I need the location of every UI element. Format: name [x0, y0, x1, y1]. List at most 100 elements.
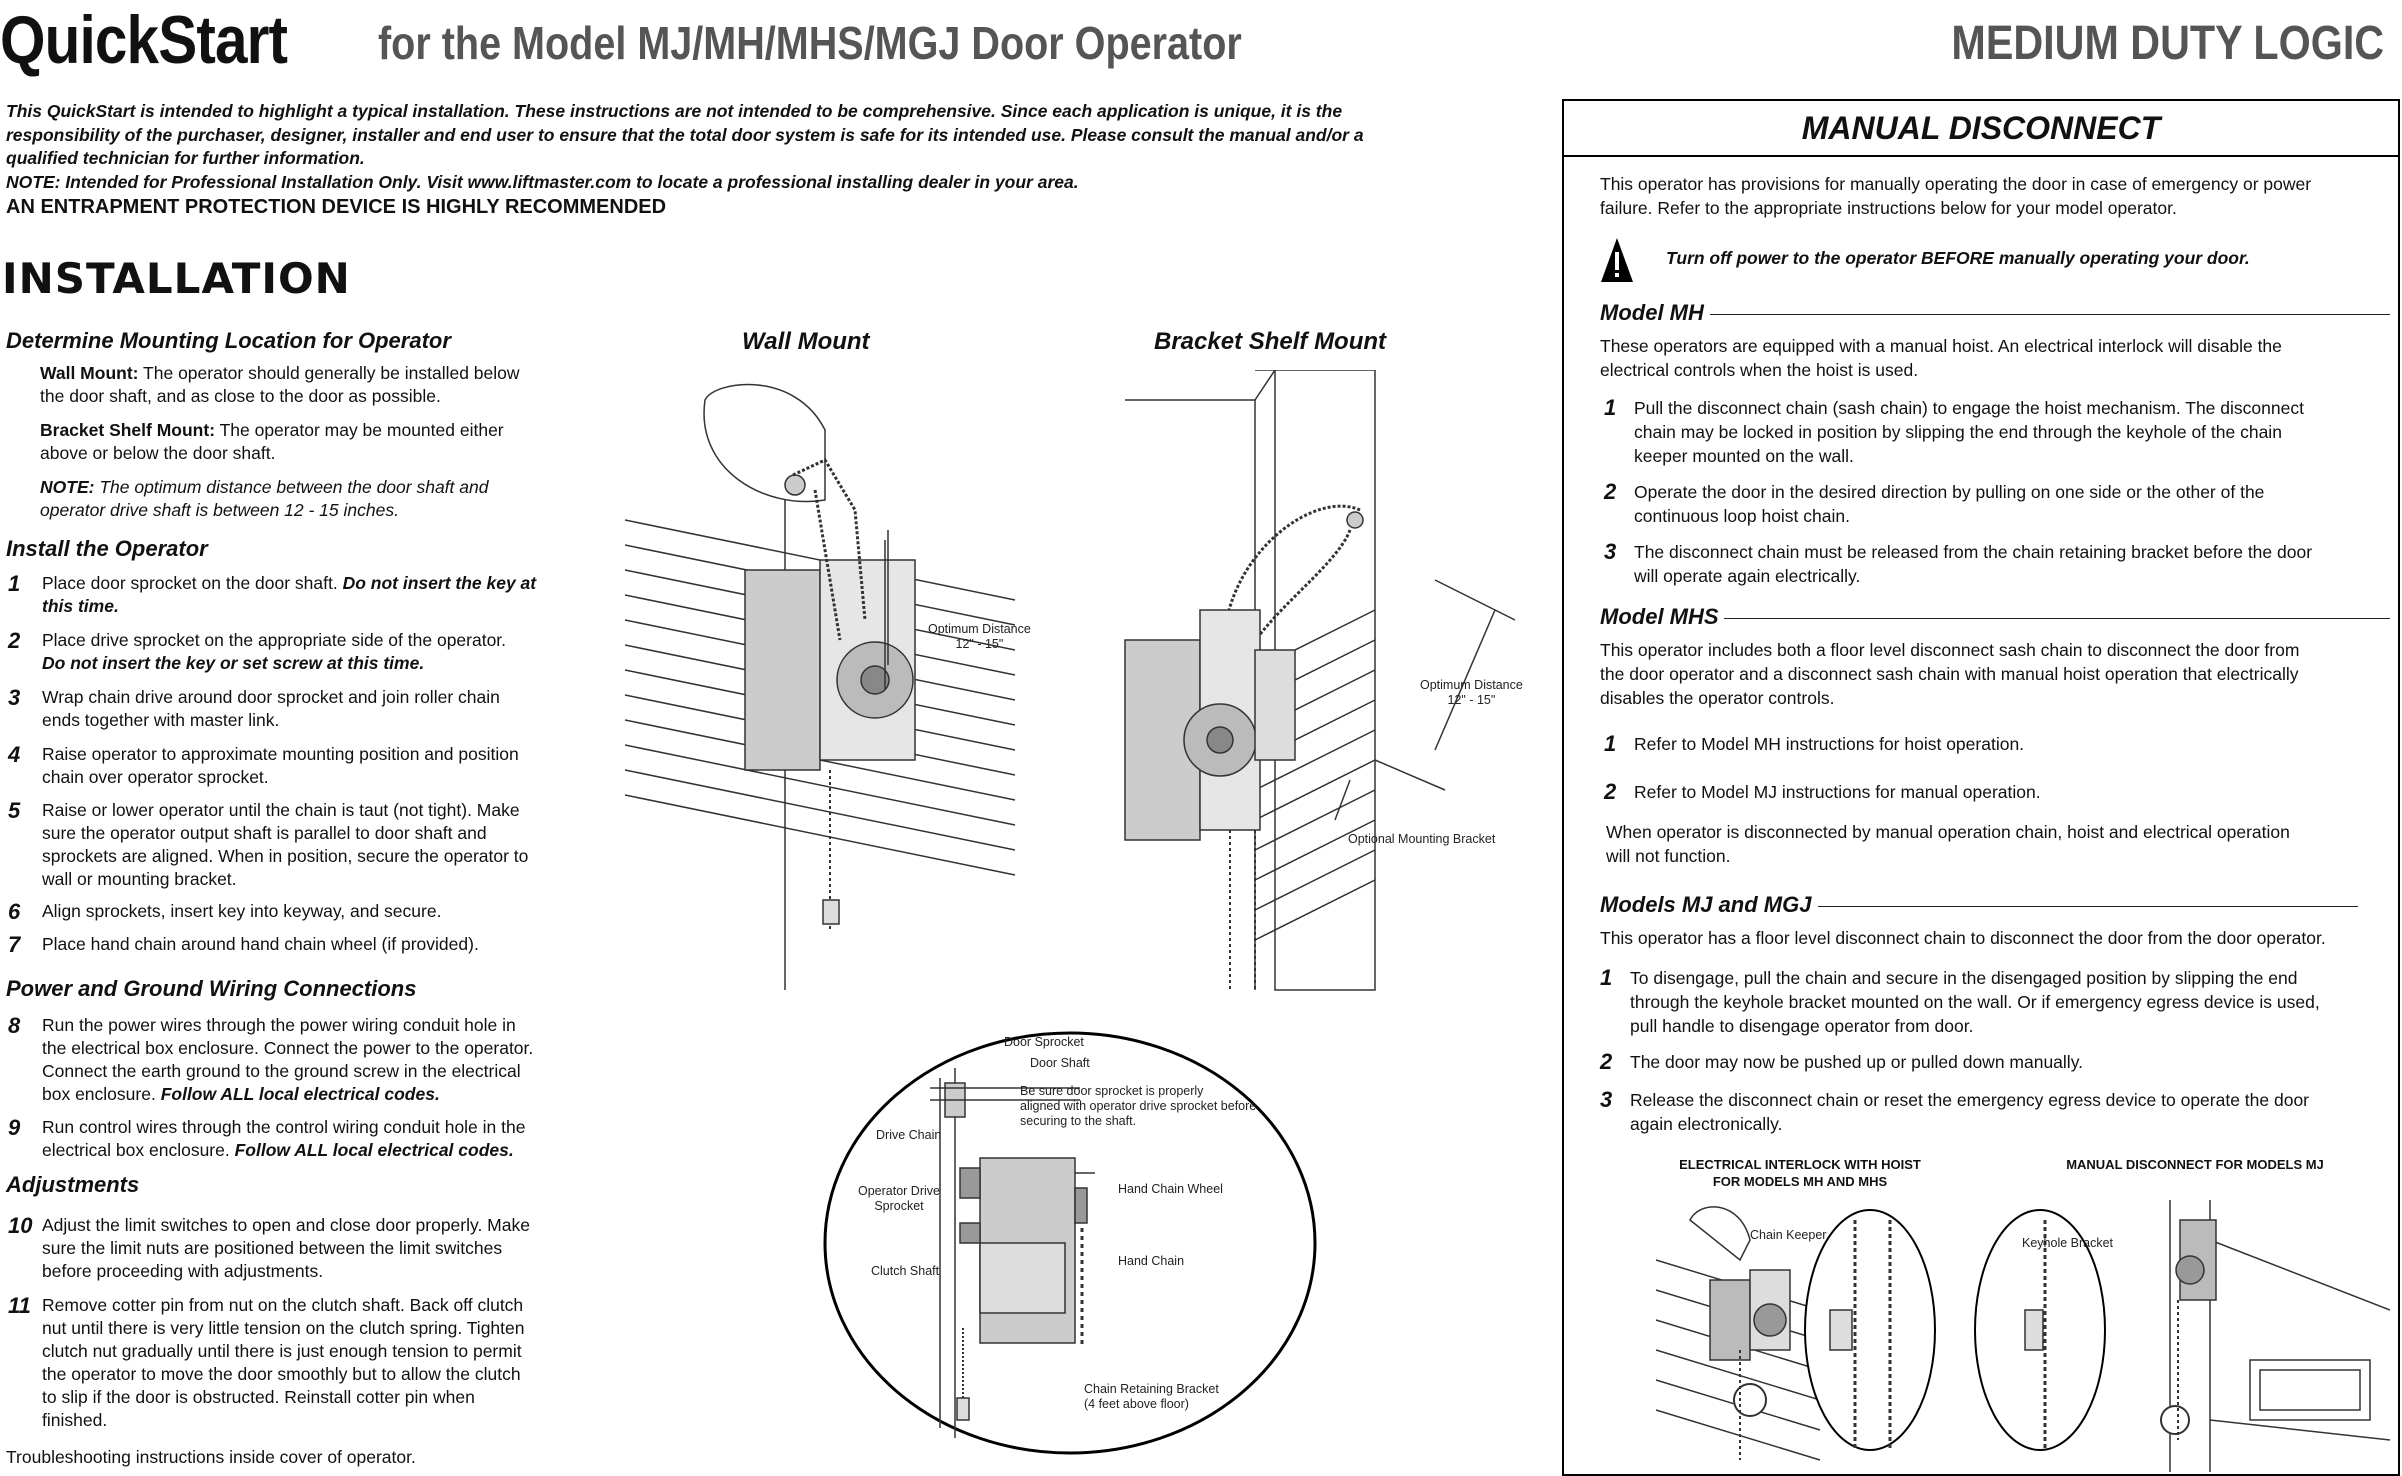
step-number: 1: [8, 571, 21, 596]
text: Operate the door in the desired directio…: [1634, 482, 2265, 502]
text: ends together with master link.: [42, 710, 280, 730]
text: wall or mounting bracket.: [42, 869, 237, 889]
operator-box: [744, 569, 821, 771]
text: disables the operator controls.: [1600, 688, 1835, 708]
power-wiring-heading: Power and Ground Wiring Connections: [6, 976, 417, 1001]
text: Follow ALL local electrical codes.: [160, 1084, 440, 1104]
mounting-note: NOTE: The optimum distance between the d…: [40, 476, 580, 522]
text: sure the limit nuts are positioned betwe…: [42, 1238, 503, 1258]
step-number: 11: [8, 1293, 31, 1318]
install-operator-heading: Install the Operator: [6, 536, 208, 561]
text: operator drive shaft is between 12 - 15 …: [40, 500, 399, 520]
text: This operator includes both a floor leve…: [1600, 640, 2300, 660]
manual-disconnect-title: MANUAL DISCONNECT: [1562, 99, 2400, 157]
door-shaft-label: Door Shaft: [1030, 1056, 1090, 1070]
text: Pull the disconnect chain (sash chain) t…: [1634, 398, 2304, 418]
wall-mount-text: Wall Mount: The operator should generall…: [40, 362, 580, 408]
text: The door may now be pushed up or pulled …: [1630, 1052, 2084, 1072]
sprocket-detail-illustration: [823, 1031, 1317, 1455]
install-step-4: 4 Raise operator to approximate mounting…: [8, 743, 572, 789]
mj-disconnect-caption: MANUAL DISCONNECT FOR MODELS MJ: [2066, 1157, 2324, 1172]
text: Raise operator to approximate mounting p…: [42, 744, 519, 764]
text: These operators are equipped with a manu…: [1600, 336, 2282, 356]
text: Sprocket: [874, 1199, 924, 1213]
text: this time.: [42, 596, 119, 616]
text: the operator to move the door smoothly b…: [42, 1364, 521, 1384]
divider: [1818, 906, 2358, 907]
text: Release the disconnect chain or reset th…: [1630, 1090, 2310, 1110]
troubleshooting-note: Troubleshooting instructions inside cove…: [6, 1447, 416, 1467]
text: aligned with operator drive sprocket bef…: [1020, 1099, 1257, 1113]
text: failure. Refer to the appropriate instru…: [1600, 198, 2177, 218]
model-mh-text: These operators are equipped with a manu…: [1600, 334, 2282, 382]
model-mj-heading: Models MJ and MGJ: [1600, 892, 1812, 917]
divider: [1724, 618, 2390, 619]
mhs-step-2: 2 Refer to Model MJ instructions for man…: [1604, 780, 2354, 804]
mounting-heading: Determine Mounting Location for Operator: [6, 328, 451, 353]
text: Run control wires through the control wi…: [42, 1117, 526, 1137]
text: The disconnect chain must be released fr…: [1634, 542, 2313, 562]
interlock-illustration: [1655, 1206, 1936, 1461]
intro-line: This QuickStart is intended to highlight…: [6, 101, 1343, 121]
wall-mount-label: Wall Mount:: [40, 363, 139, 383]
install-step-7: 7 Place hand chain around hand chain whe…: [8, 933, 572, 956]
step-number: 2: [1604, 479, 1617, 504]
note-label: NOTE:: [40, 477, 95, 497]
text: chain may be locked in position by slipp…: [1634, 422, 2282, 442]
model-mhs-text: This operator includes both a floor leve…: [1600, 638, 2299, 710]
text: Follow ALL local electrical codes.: [234, 1140, 514, 1160]
model-mh-heading: Model MH: [1600, 300, 1704, 325]
mh-step-1: 1 Pull the disconnect chain (sash chain)…: [1604, 396, 2354, 468]
intro-text: This QuickStart is intended to highlight…: [6, 100, 1436, 194]
page-title: QuickStart: [0, 2, 288, 78]
install-step-8: 8 Run the power wires through the power …: [8, 1014, 572, 1106]
step-number: 4: [8, 742, 21, 767]
optional-bracket-label: Optional Mounting Bracket: [1348, 832, 1496, 846]
mh-step-3: 3 The disconnect chain must be released …: [1604, 540, 2354, 588]
text: chain over operator sprocket.: [42, 767, 269, 787]
step-number: 1: [1604, 395, 1617, 420]
mounting-illustration: [624, 370, 1516, 991]
text: will not function.: [1606, 846, 1731, 866]
step-number: 1: [1604, 731, 1617, 756]
install-step-2: 2 Place drive sprocket on the appropriat…: [8, 629, 572, 675]
entrapment-warning: AN ENTRAPMENT PROTECTION DEVICE IS HIGHL…: [6, 196, 667, 218]
text: electrical box enclosure.: [42, 1140, 230, 1160]
text: sure the operator output shaft is parall…: [42, 823, 487, 843]
text: Wrap chain drive around door sprocket an…: [42, 687, 500, 707]
chain-retaining-bracket-label: Chain Retaining Bracket(4 feet above flo…: [1084, 1382, 1219, 1412]
install-step-3: 3 Wrap chain drive around door sprocket …: [8, 686, 572, 732]
text: pull handle to disengage operator from d…: [1630, 1016, 1974, 1036]
text: Place drive sprocket on the appropriate …: [42, 630, 507, 650]
keyhole-bracket-label: Keyhole Bracket: [2022, 1236, 2114, 1250]
text: Run the power wires through the power wi…: [42, 1015, 516, 1035]
bracket-mount-figure-title: Bracket Shelf Mount: [1154, 328, 1387, 355]
install-step-5: 5 Raise or lower operator until the chai…: [8, 799, 572, 891]
text: Align sprockets, insert key into keyway,…: [42, 901, 442, 921]
bracket-mount-text: Bracket Shelf Mount: The operator may be…: [40, 419, 580, 465]
warning-icon: [1601, 238, 1633, 282]
text: again electronically.: [1630, 1114, 1783, 1134]
step-number: 6: [8, 899, 21, 924]
text: Raise or lower operator until the chain …: [42, 800, 520, 820]
text: Remove cotter pin from nut on the clutch…: [42, 1295, 524, 1315]
text: box enclosure.: [42, 1084, 156, 1104]
hand-chain-wheel-label: Hand Chain Wheel: [1118, 1182, 1223, 1196]
text: Optimum Distance: [1420, 678, 1523, 692]
step-number: 10: [8, 1213, 33, 1238]
intro-line: qualified technician for further informa…: [6, 148, 365, 168]
disconnect-illustrations: [1655, 1200, 2390, 1472]
step-number: 7: [8, 932, 21, 957]
install-step-6: 6 Align sprockets, insert key into keywa…: [8, 900, 572, 923]
step-number: 3: [1604, 539, 1617, 564]
manual-intro: This operator has provisions for manuall…: [1600, 172, 2311, 220]
keyhole-illustration: [1974, 1200, 2390, 1472]
text: keeper mounted on the wall.: [1634, 446, 1854, 466]
text: Operator Drive: [858, 1184, 940, 1198]
clutch-shaft-label: Clutch Shaft: [871, 1264, 940, 1278]
page-subtitle: for the Model MJ/MH/MHS/MGJ Door Operato…: [378, 17, 1242, 69]
power-off-warning: Turn off power to the operator BEFORE ma…: [1666, 248, 2250, 268]
